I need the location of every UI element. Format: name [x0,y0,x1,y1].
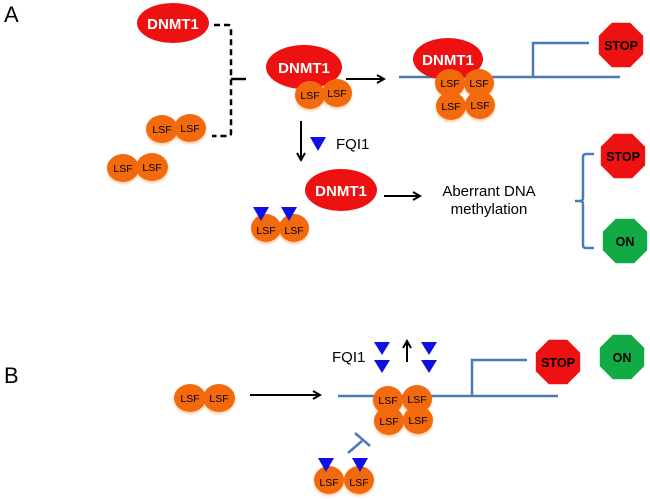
stop-sign-a-outcome: STOP [600,133,646,179]
lsf-dimer-fqi1-bound-b: LSF LSF [314,458,374,494]
dashed-bracket [212,23,233,138]
fqi1-triangle-icon [310,137,326,151]
fqi1-triangle-icon [281,207,297,221]
lsf-dimer-free-2 [107,153,168,182]
promoter-arrow [470,358,527,396]
lsf-label: LSF [378,395,397,407]
dnmt1-label: DNMT1 [422,52,474,69]
lsf-dimer-fqi1-bound-a: LSF LSF [251,207,309,242]
stop-octagon [535,339,581,385]
lsf-shape [136,153,168,181]
fqi1-triangle-icon [253,207,269,221]
stop-octagon [598,22,644,68]
dnmt1-lsf-complex: DNMT1 LSF LSF [266,45,352,109]
lsf-shape [403,406,433,434]
dnmt1-label: DNMT1 [278,60,330,77]
lsf-label: LSF [180,393,199,405]
fqi1-triangle-icon [352,458,368,472]
on-octagon [602,218,648,264]
lsf-shape [146,115,178,143]
stop-sign-b: STOP [535,339,581,385]
lsf-label: LSF [113,163,132,175]
lsf-label: LSF [319,477,338,489]
dnmt1-shape [413,38,483,80]
lsf-shape [344,466,374,494]
lsf-shape [174,384,206,412]
lsf-shape [279,214,309,242]
fqi1-triangle-icon [374,360,390,373]
fqi1-label-a: FQI1 [336,136,369,153]
stop-label: STOP [541,356,575,370]
dnmt1-shape [266,45,342,89]
lsf-label: LSF [284,225,303,237]
dnmt1-label: DNMT1 [315,183,367,200]
on-sign-b: ON [599,334,645,380]
outcome-brace [575,152,594,250]
lsf-label: LSF [209,393,228,405]
panel-b-label: B [4,363,19,388]
stop-sign-a-top: STOP [598,22,644,68]
dnmt1-released: DNMT1 [305,169,377,211]
dnmt1-shape [305,169,377,211]
lsf-shape [435,69,465,97]
lsf-shape [374,407,404,435]
lsf-label: LSF [300,90,319,102]
lsf-label: LSF [152,124,171,136]
on-octagon [599,334,645,380]
lsf-shape [314,466,344,494]
lsf-label: LSF [349,477,368,489]
lsf-label: LSF [327,88,346,100]
lsf-label: LSF [407,394,426,406]
fqi1-triangle-icon [421,360,437,373]
lsf-shape [465,91,495,119]
lsf-label: LSF [440,78,459,90]
fqi1-triangle-icon [318,458,334,472]
lsf-label: LSF [470,100,489,112]
dnmt1-label: DNMT1 [147,16,199,33]
on-label: ON [613,351,632,365]
lsf-label: LSF [256,225,275,237]
lsf-shape [251,214,281,242]
lsf-shape [322,79,352,107]
inhibition-stem [347,440,363,454]
lsf-label: LSF [441,101,460,113]
lsf-shape [203,384,235,412]
lsf-tetramer-on-dna-b: LSF LSF LSF LSF [373,385,433,435]
lsf-shape [174,114,206,142]
lsf-label: LSF [379,416,398,428]
inhibition-bar [347,432,371,454]
outcome-label-line2: methylation [451,201,528,218]
promoter-arrow [531,41,589,77]
inhibition-cap [354,432,371,447]
lsf-dimer-free-b: LSF LSF [174,384,235,412]
dna-gene-b [338,358,558,398]
lsf-shape [107,154,139,182]
lsf-label: LSF [469,78,488,90]
lsf-shape [295,81,325,109]
on-sign-a-outcome: ON [602,218,648,264]
lsf-label: LSF [180,123,199,135]
free-dnmt1: DNMT1 [137,3,209,43]
lsf-label: LSF [408,415,427,427]
outcome-label-line1: Aberrant DNA [442,183,535,200]
on-label: ON [616,235,635,249]
fqi1-label-b: FQI1 [332,349,365,366]
stop-label: STOP [604,39,638,53]
lsf-label: LSF [142,162,161,174]
panel-a-label: A [4,2,19,27]
dnmt1-lsf-tetramer-on-dna: DNMT1 LSF LSF LSF LSF [413,38,495,120]
stop-label: STOP [606,150,640,164]
lsf-shape [464,69,494,97]
lsf-shape [373,386,403,414]
dnmt1-shape [137,3,209,43]
lsf-shape [436,92,466,120]
fqi1-triangle-icon [374,342,390,355]
lsf-dimer-free-1 [146,114,206,143]
fqi1-triangle-icon [421,342,437,355]
stop-octagon [600,133,646,179]
lsf-shape [402,385,432,413]
